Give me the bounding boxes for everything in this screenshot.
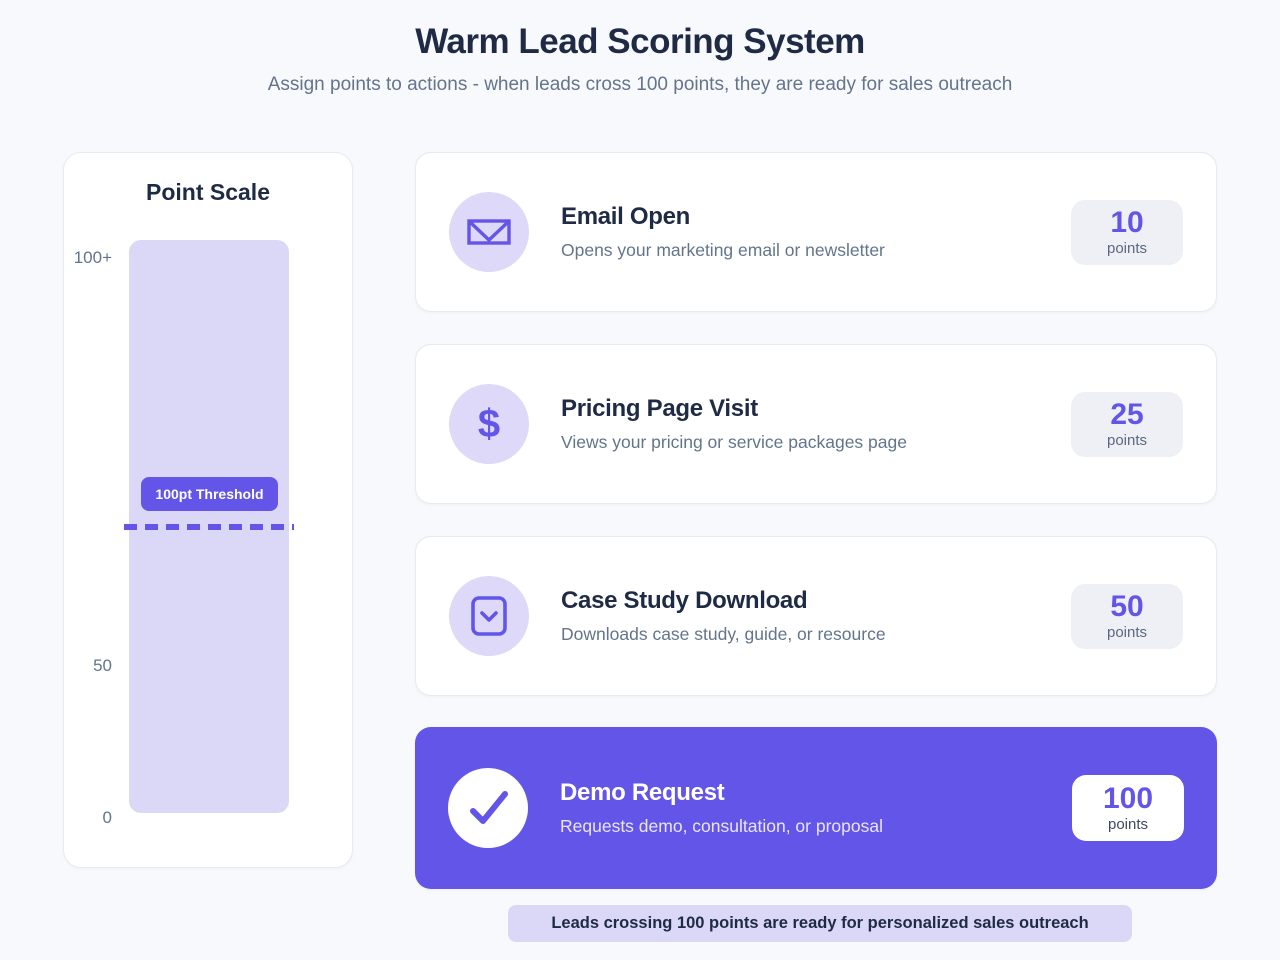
action-card-email-open: Email Open Opens your marketing email or…	[415, 152, 1217, 312]
points-value: 50	[1110, 589, 1144, 623]
action-title: Pricing Page Visit	[561, 395, 758, 422]
footer-note: Leads crossing 100 points are ready for …	[508, 905, 1132, 942]
points-value: 100	[1102, 781, 1154, 815]
action-description: Views your pricing or service packages p…	[561, 432, 907, 452]
action-description: Opens your marketing email or newsletter	[561, 240, 885, 260]
page-title: Warm Lead Scoring System	[415, 22, 865, 61]
pricing-text: Pricing Page Visit Views your pricing or…	[561, 395, 1071, 453]
page-header: Warm Lead Scoring System Assign points t…	[0, 0, 1280, 96]
demo-request-text: Demo Request Requests demo, consultation…	[560, 779, 1072, 837]
email-open-text: Email Open Opens your marketing email or…	[561, 203, 1071, 261]
action-title: Email Open	[561, 203, 691, 230]
action-title: Demo Request	[560, 779, 725, 806]
check-icon	[470, 791, 508, 824]
points-value: 10	[1110, 205, 1144, 239]
action-card-pricing-page-visit: $ Pricing Page Visit Views your pricing …	[415, 344, 1217, 504]
action-title: Case Study Download	[561, 587, 808, 614]
action-card-demo-request: Demo Request Requests demo, consultation…	[415, 727, 1217, 889]
dollar-icon: $	[477, 402, 501, 446]
tick-label-100: 100+	[73, 248, 112, 267]
point-scale-panel: Point Scale 100+ 50 0 100pt Threshold	[63, 152, 353, 868]
case-study-text: Case Study Download Downloads case study…	[561, 587, 1071, 645]
download-icon-circle	[449, 576, 529, 656]
points-label: points	[1106, 432, 1148, 450]
action-description: Requests demo, consultation, or proposal	[560, 816, 883, 836]
download-icon	[471, 596, 507, 636]
check-icon-circle	[448, 768, 528, 848]
action-description: Downloads case study, guide, or resource	[561, 624, 886, 644]
points-value: 25	[1110, 397, 1144, 431]
email-open-icon-circle	[449, 192, 529, 272]
points-label: points	[1106, 624, 1148, 642]
tick-label-0: 0	[102, 808, 112, 827]
point-scale-title: Point Scale	[146, 179, 270, 205]
envelope-icon	[467, 219, 511, 245]
action-card-case-study-download: Case Study Download Downloads case study…	[415, 536, 1217, 696]
points-badge: 100 points	[1072, 775, 1184, 841]
points-badge: 10 points	[1071, 199, 1183, 265]
threshold-dashed-line	[124, 524, 294, 530]
tick-label-50: 50	[93, 656, 112, 675]
page-subtitle: Assign points to actions - when leads cr…	[267, 74, 1013, 95]
points-badge: 50 points	[1071, 583, 1183, 649]
points-label: points	[1107, 816, 1149, 834]
points-label: points	[1106, 240, 1148, 258]
threshold-badge: 100pt Threshold	[141, 477, 278, 511]
points-badge: 25 points	[1071, 391, 1183, 457]
pricing-icon-circle: $	[449, 384, 529, 464]
